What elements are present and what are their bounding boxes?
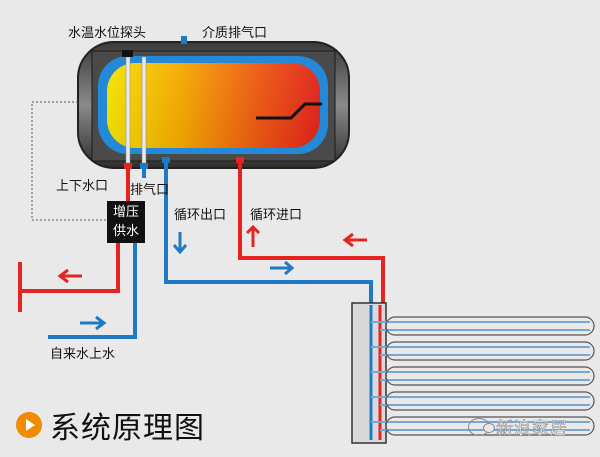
probe-rod: [125, 56, 131, 164]
control-line: [31, 101, 107, 221]
medium-vent-nozzle: [181, 36, 187, 44]
watermark: 新浪家居: [468, 414, 568, 439]
circ-out-pipe: [164, 163, 373, 305]
label-circ-in: 循环进口: [250, 208, 303, 223]
label-medium-vent: 介质排气口: [202, 26, 268, 41]
label-water-in-out: 上下水口: [56, 179, 109, 194]
heating-element: [256, 102, 322, 120]
play-icon: [16, 412, 42, 438]
watermark-text: 新浪家居: [496, 419, 568, 440]
wechat-icon: [468, 417, 495, 436]
circ-in-pipe: [238, 163, 385, 305]
label-circ-out: 循环出口: [174, 208, 227, 223]
probe-head: [122, 50, 133, 57]
label-temp-probe: 水温水位探头: [68, 26, 147, 41]
booster-label-2: 供水: [112, 224, 139, 239]
cold-supply-pipe: [48, 243, 137, 339]
booster-label-1: 增压: [112, 205, 139, 220]
page-title: 系统原理图: [50, 411, 205, 446]
hot-supply-pipe: [20, 243, 120, 293]
booster-pump-box: 增压 供水: [107, 201, 145, 243]
title-block: 系统原理图: [16, 404, 205, 446]
flow-arrows: [57, 224, 367, 331]
collector-tubes: [371, 316, 595, 436]
label-tap-water: 自来水上水: [50, 347, 116, 362]
label-vent: 排气口: [130, 183, 170, 198]
